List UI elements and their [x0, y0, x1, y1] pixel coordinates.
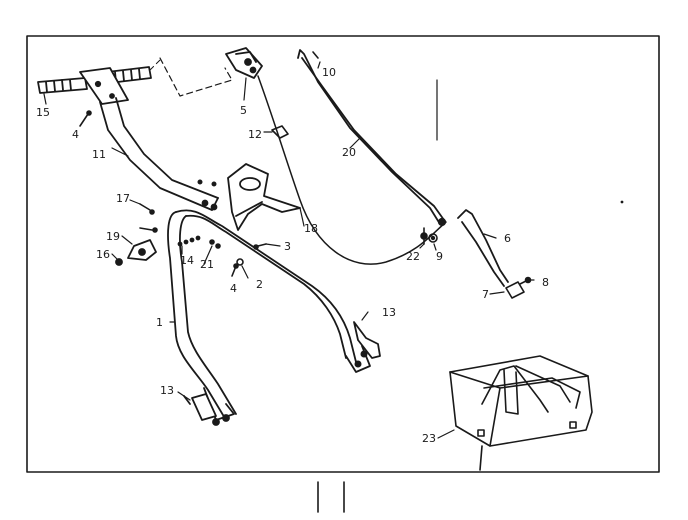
callout-21: 21	[200, 258, 214, 271]
diagram-frame	[26, 35, 660, 473]
callout-3: 3	[284, 240, 291, 253]
callout-6: 6	[504, 232, 511, 245]
part-sleeve-7	[505, 281, 525, 299]
part-fastener-22	[420, 227, 428, 245]
part-upper-handle-11	[79, 67, 219, 211]
part-washer-2	[236, 258, 244, 266]
callout-13-right: 13	[382, 306, 396, 319]
callout-5: 5	[240, 104, 247, 117]
speck	[620, 200, 624, 204]
callout-9: 9	[436, 250, 443, 263]
part-bolt-19	[139, 227, 158, 233]
part-rod-20	[297, 49, 447, 227]
part-cover-18	[227, 163, 301, 231]
callout-1: 1	[156, 316, 163, 329]
callout-19: 19	[106, 230, 120, 243]
part-control-cable	[257, 75, 447, 265]
callout-7: 7	[482, 288, 489, 301]
callout-15: 15	[36, 106, 50, 119]
part-lower-handle-1	[167, 209, 371, 426]
part-bracket-13-left	[183, 393, 217, 421]
callout-8: 8	[542, 276, 549, 289]
part-bracket-13-right	[353, 321, 381, 359]
part-knob-16	[115, 239, 157, 266]
callout-13-left: 13	[160, 384, 174, 397]
part-bolt-4-upper	[79, 110, 92, 127]
part-hardware-14	[177, 235, 201, 247]
part-control-5	[225, 47, 263, 79]
part-grass-catcher-23	[449, 355, 593, 471]
fastener-handle-upper	[197, 179, 217, 187]
part-nut-9	[428, 233, 438, 243]
callout-20: 20	[342, 146, 356, 159]
callout-2: 2	[256, 278, 263, 291]
callout-17: 17	[116, 192, 130, 205]
part-rod-6	[457, 209, 509, 287]
part-grip-15	[37, 66, 152, 94]
part-fastener-8	[519, 276, 532, 285]
part-fastener-10	[312, 51, 319, 59]
callouts: 15 4 11 17 19 16 1 13 14 21 4 2 3 5 12 1…	[36, 66, 549, 445]
part-hardware-21	[209, 239, 221, 249]
callout-12: 12	[248, 128, 262, 141]
callout-4-lower: 4	[230, 282, 237, 295]
cable-route-dashed	[159, 57, 233, 97]
callout-16: 16	[96, 248, 110, 261]
callout-11: 11	[92, 148, 106, 161]
part-bolt-17	[139, 203, 155, 215]
part-bolt-3	[253, 243, 267, 250]
callout-4-upper: 4	[72, 128, 79, 141]
callout-22: 22	[406, 250, 420, 263]
dashed-guide	[149, 59, 161, 71]
part-bolt-4-lower	[231, 263, 239, 277]
callout-14: 14	[180, 254, 194, 267]
leader-lines	[43, 61, 535, 439]
callout-18: 18	[304, 222, 318, 235]
part-clip-12	[271, 125, 289, 139]
callout-10: 10	[322, 66, 336, 79]
callout-23: 23	[422, 432, 436, 445]
